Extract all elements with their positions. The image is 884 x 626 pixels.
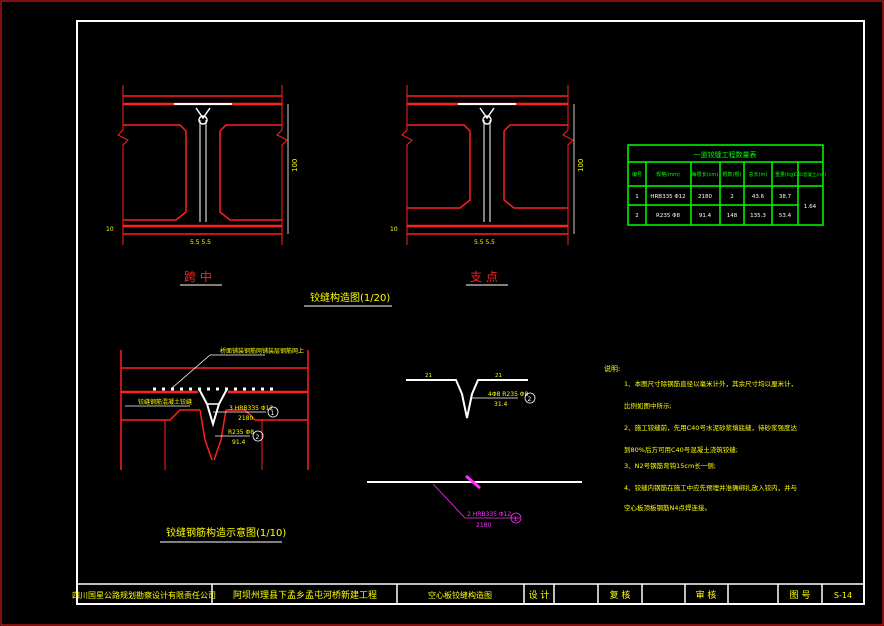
title-block (76, 583, 865, 605)
pivot-label: 支 点 (470, 270, 498, 284)
table-cell: 2 (635, 213, 639, 219)
mid-dim-left: 10 (106, 226, 114, 233)
table-cell: 2 (730, 194, 734, 200)
bottom-callout: 1 (514, 516, 518, 523)
rebar3-len: 2180 (238, 415, 253, 422)
callout-2: 2 (256, 434, 260, 441)
v-hinge-rebar (198, 388, 228, 428)
pivot-dim-left: 10 (390, 226, 398, 233)
design-label: 设 计 (529, 589, 550, 601)
rebar-detail-loop (461, 393, 473, 419)
v-hinge-loop (205, 403, 221, 427)
note-line: 空心板顶板钢筋N4点焊连接。 (624, 503, 711, 512)
pivot-dim-bottom: 5.5 5.5 (474, 239, 495, 246)
detail-callout-circle (524, 392, 536, 404)
detail-dim-b: 21 (495, 373, 502, 379)
table-header-cell: 编号 (632, 171, 642, 178)
rebar3-mark: 3 HRB335 Φ12 (229, 405, 273, 412)
project-name: 阿坝州理县下孟乡孟屯河桥新建工程 (233, 589, 377, 601)
table-cell: R235 Φ8 (656, 213, 680, 219)
rebar-break-mark (465, 474, 481, 490)
table-cell: 38.7 (779, 194, 792, 200)
table-headers: 编号 规格(mm) 每根长(cm) 根数(根) 总长(m) 重量(kg) C40… (632, 171, 826, 178)
table-cell: 43.6 (752, 194, 765, 200)
mid-dim-bottom: 5.5 5.5 (190, 239, 211, 246)
table-header-cell: 规格(mm) (656, 171, 680, 178)
pivot-hinge-rebar (482, 115, 492, 125)
leader-top-text: 桥面铺装钢筋网铺装层钢筋网上 (220, 347, 304, 355)
rebar2-len: 91.4 (232, 439, 246, 446)
table-header-cell: 重量(kg) (775, 171, 795, 178)
table-header-cell: 根数(根) (723, 171, 742, 178)
table-header-cell: C40混凝土(m³) (794, 171, 826, 178)
table-cell: 1.64 (804, 204, 817, 210)
leader-side-text: 铰缝钢筋混凝土铰缝 (138, 398, 192, 406)
hinge-rebar-title: 铰缝钢筋构造示意图(1/10) (166, 526, 286, 539)
table-header-cell: 总长(m) (749, 171, 768, 178)
bottom-len: 2180 (476, 522, 491, 529)
table-cell: 53.4 (779, 213, 792, 219)
mid-span-section (117, 85, 288, 245)
detail-callout: 2 (528, 396, 532, 403)
table-cell: 135.3 (750, 213, 766, 219)
rebar-detail-shape (406, 379, 528, 419)
bottom-mark: 2 HRB335 Φ12 (467, 511, 511, 518)
pivot-section (401, 85, 574, 245)
note-line: 比例如图中所示; (624, 401, 672, 410)
note-line: 4、铰缝内钢筋在施工中应先预埋并准确绑扎放入铰内，并与 (624, 483, 797, 492)
hinge-rebar-section (120, 350, 309, 470)
callout-circle-1 (267, 406, 279, 418)
quantity-table (627, 144, 824, 226)
table-cell: 2180 (698, 194, 712, 200)
leader-top-line (171, 354, 211, 389)
table-title: 一道铰缝工程数量表 (694, 150, 757, 159)
mid-dim-height: 100 (291, 159, 299, 172)
note-line: 1、本图尺寸除钢筋直径以毫米计外，其余尺寸均以厘米计， (624, 379, 797, 388)
review-label: 复 核 (610, 589, 631, 601)
table-cell: 148 (727, 213, 738, 219)
company-name: 四川国星公路规划勘察设计有限责任公司 (72, 590, 216, 600)
callout-circle-2 (252, 430, 264, 442)
detail-dim-a: 21 (425, 373, 432, 379)
hinge-detail-title: 铰缝构造图(1/20) (310, 291, 390, 304)
note-line: 3、N2号钢筋弯钩15cm长一侧; (624, 461, 716, 470)
note-line: 到80%后方可用C40号混凝土浇筑铰缝; (624, 445, 738, 454)
detail-mark: 4Φ8 R235 Φ8 (488, 391, 529, 398)
table-header-cell: 每根长(cm) (692, 171, 719, 178)
detail-len: 31.4 (494, 401, 508, 408)
drawing-name: 空心板铰缝构造图 (428, 590, 492, 600)
mid-span-label: 跨 中 (184, 269, 212, 284)
note-line: 2、施工铰缝前，先用C40号水泥砂浆填底缝，待砂浆强度达 (624, 423, 797, 432)
pivot-dim-height: 100 (577, 159, 585, 172)
drawing-no: S-14 (834, 591, 852, 600)
approve-label: 审 核 (696, 589, 717, 601)
bottom-leader (432, 483, 466, 519)
table-row-2: 2 R235 Φ8 91.4 148 135.3 53.4 (635, 213, 791, 219)
callout-1: 1 (271, 410, 275, 417)
table-row-1: 1 HRB335 Φ12 2180 2 43.6 38.7 1.64 (635, 194, 816, 210)
drawing-no-label: 图 号 (790, 590, 811, 601)
table-cell: HRB335 Φ12 (650, 194, 685, 200)
mid-hinge-rebar (198, 115, 208, 125)
table-cell: 91.4 (699, 213, 712, 219)
rebar2-mark: R235 Φ8 (228, 429, 254, 436)
table-cell: 1 (635, 194, 639, 200)
bottom-callout-circle (510, 512, 522, 524)
notes-heading: 说明: (604, 364, 620, 373)
